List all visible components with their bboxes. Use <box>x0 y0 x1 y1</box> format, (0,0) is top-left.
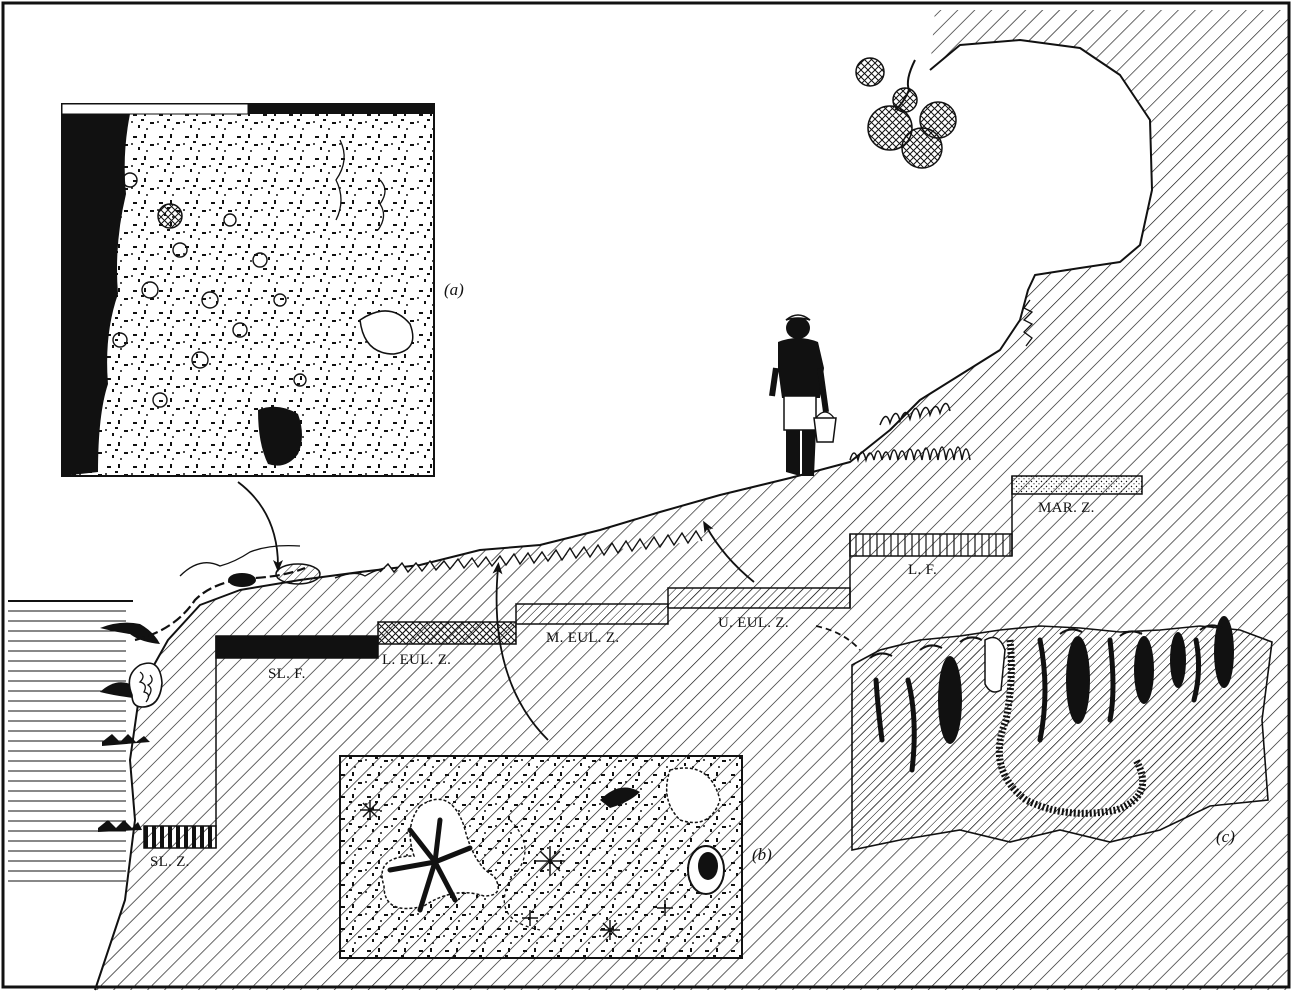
arrow-a-to-shore <box>238 482 278 566</box>
zone-label-sl-z: SL. Z. <box>150 854 190 870</box>
zone-bar-sl-z <box>144 826 216 848</box>
panel-label-a: (a) <box>444 280 464 299</box>
cliff-tree <box>856 58 956 168</box>
zone-label-m-eul: M. EUL. Z. <box>546 630 619 646</box>
panel-label-b: (b) <box>752 845 772 864</box>
zone-bar-sl-f <box>216 636 378 658</box>
zone-bar-l-eul <box>378 622 516 644</box>
panel-label-c: (c) <box>1216 827 1235 846</box>
zone-label-l-f: L. F. <box>908 562 937 578</box>
zone-bar-mar-z <box>1012 476 1142 494</box>
zone-label-l-eul: L. EUL. Z. <box>382 652 451 668</box>
zone-bar-m-eul <box>516 604 668 624</box>
zone-bar-u-eul <box>668 588 850 608</box>
inset-panel-b <box>340 756 742 958</box>
zone-label-u-eul: U. EUL. Z. <box>718 615 789 631</box>
zone-bar-l-f <box>850 534 1012 556</box>
zone-label-sl-f: SL. F. <box>268 666 306 682</box>
zone-label-mar-z: MAR. Z. <box>1038 500 1095 516</box>
inset-panel-a <box>62 104 434 476</box>
human-figure-with-bucket <box>772 315 836 476</box>
